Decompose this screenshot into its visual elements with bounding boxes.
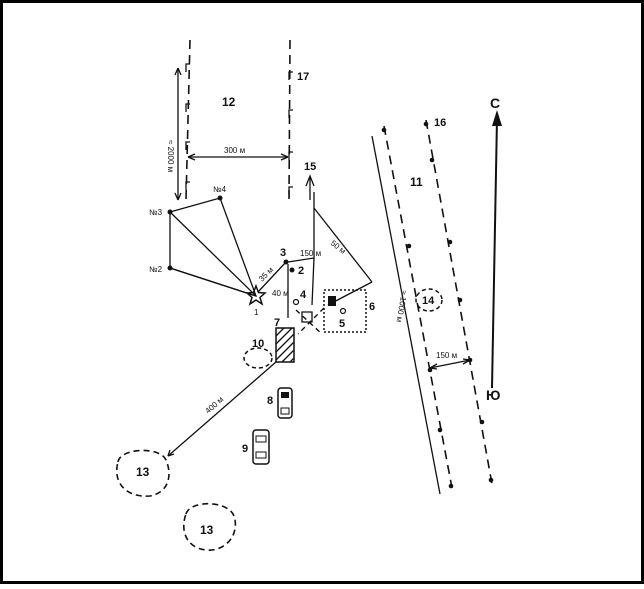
witness-polygon [169,197,258,298]
building-5-block [328,296,336,306]
cross-marks [295,307,325,335]
label-4: 4 [300,289,307,301]
label-7: 7 [274,317,280,329]
label-north: С [490,95,500,111]
north-arrow-icon [492,110,502,126]
label-16: 16 [434,117,446,129]
building-5-point [339,307,347,315]
point-3 [283,259,289,265]
label-13-lower: 13 [200,523,214,537]
road-points [381,121,494,489]
label-south: Ю [486,387,500,403]
object-4-icon [301,311,313,323]
label-n4: №4 [213,185,227,194]
object-7-hatched [275,327,295,363]
dim-35-label: 35 м [257,265,275,283]
star-icon [245,283,267,306]
area-13-upper [115,449,170,497]
line-to-4 [311,257,315,306]
dim-400-label: 400 м [203,395,225,416]
label-13-upper: 13 [136,465,150,479]
car-8 [277,387,293,419]
building-6 [323,289,367,333]
road-right-line [288,39,291,201]
label-8: 8 [267,395,273,407]
dim-40-label: 40 м [272,289,289,298]
dim-150b-label: 150 м [436,351,457,360]
label-n2: №2 [149,265,163,274]
label-2: 2 [298,265,304,277]
label-9: 9 [242,443,248,455]
label-14: 14 [422,295,435,307]
label-11: 11 [410,175,423,189]
dim-150-label: 150 м [300,249,321,258]
point-2 [289,267,295,273]
label-17: 17 [297,71,309,83]
dim-300-label: 300 м [224,146,245,155]
dim-50-label: 50 м [329,238,348,255]
arrow-15-icon [305,174,315,200]
dim-400-arrow [167,449,175,457]
area-14 [415,288,443,312]
label-5: 5 [339,318,345,330]
area-13-lower [182,503,237,551]
line-n2-star [169,267,257,297]
label-15: 15 [304,161,316,173]
label-3: 3 [280,247,286,259]
label-1: 1 [254,308,259,317]
area-10 [243,347,273,369]
point-n4 [217,195,223,201]
road-left-line [185,39,191,201]
dim-150b-arrows [429,358,471,370]
label-6: 6 [369,301,375,313]
north-south-line [491,117,498,389]
label-n3: №3 [149,208,163,217]
dim-150b-line [429,359,471,369]
point-4-small [292,298,300,306]
dim-400-line [167,361,277,457]
label-10: 10 [252,338,264,350]
car-9 [252,429,270,465]
road-right-markers [288,71,293,195]
dim-2000-label: ≈ 2000 м [166,140,175,172]
dim-300-arrows [187,153,289,161]
road-left-markers [185,63,190,190]
road-11-solid [371,135,441,495]
dim-2000-arrows [174,67,182,201]
dim-35-line [257,261,287,293]
point-n2 [167,265,173,271]
line-n3-star [169,211,257,297]
dim-50-line [313,207,373,283]
point-n3 [167,209,173,215]
label-12: 12 [222,95,236,109]
